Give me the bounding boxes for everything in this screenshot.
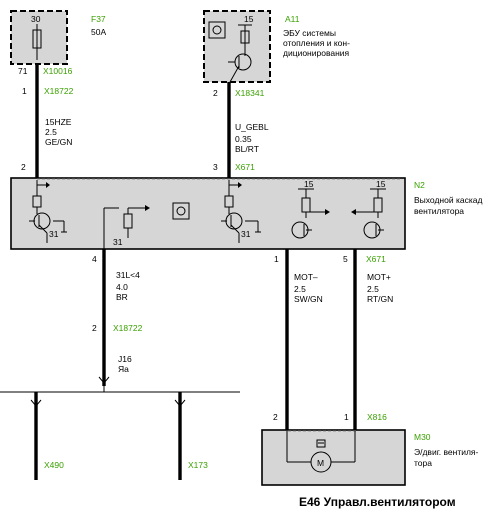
ecu-connector: X18341	[235, 88, 265, 98]
wire-mot-plus-color: RT/GN	[367, 294, 393, 304]
connector-x173: X173	[188, 460, 208, 470]
wire-bottom-left-connector: X18722	[113, 323, 143, 333]
diagram-title: E46 Управл.вентилятором	[299, 495, 456, 509]
ecu-desc-2: отопления и кон-	[283, 38, 350, 48]
module-pin15-b: 15	[376, 179, 386, 189]
module-desc-2: вентилятора	[414, 206, 464, 216]
ecu-symbol-icon	[208, 21, 226, 39]
wire-left-signal: 15HZE	[45, 117, 72, 127]
fuse-pin-top: 30	[31, 14, 41, 24]
ecu-desc-3: диционирования	[283, 48, 350, 58]
connector-x490: X490	[44, 460, 64, 470]
motor-icon	[310, 451, 332, 473]
fuse-box	[10, 10, 68, 65]
wire-mot-minus-signal: MOT–	[294, 272, 318, 282]
wire-mot-plus-connector: X671	[366, 254, 386, 264]
module-box	[10, 177, 406, 250]
wire-mot-minus-end-pin: 2	[273, 412, 278, 422]
wire-mid-end-pin: 3	[213, 162, 218, 172]
motor-desc-2: тора	[414, 458, 432, 468]
motor-desc-1: Э/двиг. вентиля-	[414, 447, 479, 457]
ecu-pin-top: 15	[244, 14, 254, 24]
motor-box	[261, 429, 406, 486]
wire-mot-minus-pin: 1	[274, 254, 279, 264]
wire-left-color: GE/GN	[45, 137, 72, 147]
wire-mot-minus-gauge: 2.5	[294, 284, 306, 294]
motor-thermal-icon	[316, 439, 326, 448]
module-id: N2	[414, 180, 425, 190]
wire-mot-plus-end-connector: X816	[367, 412, 387, 422]
wire-mot-plus-signal: MOT+	[367, 272, 391, 282]
junction-id: J16	[118, 354, 132, 364]
junction-sub: Яа	[118, 364, 129, 374]
ecu-pin-bottom: 2	[213, 88, 218, 98]
wire-left-connector: X18722	[44, 86, 74, 96]
module-gnd-1: 31	[49, 229, 59, 239]
wire-left-gauge: 2.5	[45, 127, 57, 137]
wire-bottom-left-split-pin: 2	[92, 323, 97, 333]
motor-symbol: M	[317, 458, 324, 468]
wire-mid-gauge: 0.35	[235, 134, 252, 144]
wire-mot-minus-color: SW/GN	[294, 294, 323, 304]
fuse-connector: X10016	[43, 66, 73, 76]
wire-bottom-left-pin: 4	[92, 254, 97, 264]
wire-mid-signal: U_GEBL	[235, 122, 269, 132]
wire-mot-plus-pin: 5	[343, 254, 348, 264]
wire-mid-color: BL/RT	[235, 144, 259, 154]
ecu-resistor-icon	[240, 30, 250, 44]
module-control-icon	[172, 202, 190, 220]
wire-bottom-left-signal: 31L<4	[116, 270, 140, 280]
wire-left-end-pin: 2	[21, 162, 26, 172]
fuse-id: F37	[91, 14, 106, 24]
ecu-id: A11	[285, 14, 300, 24]
wire-mot-plus-end-pin: 1	[344, 412, 349, 422]
ecu-desc-1: ЭБУ системы	[283, 28, 336, 38]
module-desc-1: Выходной каскад	[414, 195, 482, 205]
wire-left-pin: 1	[22, 86, 27, 96]
fuse-icon	[32, 29, 42, 49]
module-gnd-2: 31	[113, 237, 123, 247]
module-gnd-3: 31	[241, 229, 251, 239]
wire-bottom-left-gauge: 4.0	[116, 282, 128, 292]
fuse-rating: 50A	[91, 27, 106, 37]
wire-mid-connector: X671	[235, 162, 255, 172]
wire-mot-plus-gauge: 2.5	[367, 284, 379, 294]
module-pin15-a: 15	[304, 179, 314, 189]
fuse-pin-bottom: 71	[18, 66, 28, 76]
wire-bottom-left-color: BR	[116, 292, 128, 302]
motor-id: M30	[414, 432, 431, 442]
